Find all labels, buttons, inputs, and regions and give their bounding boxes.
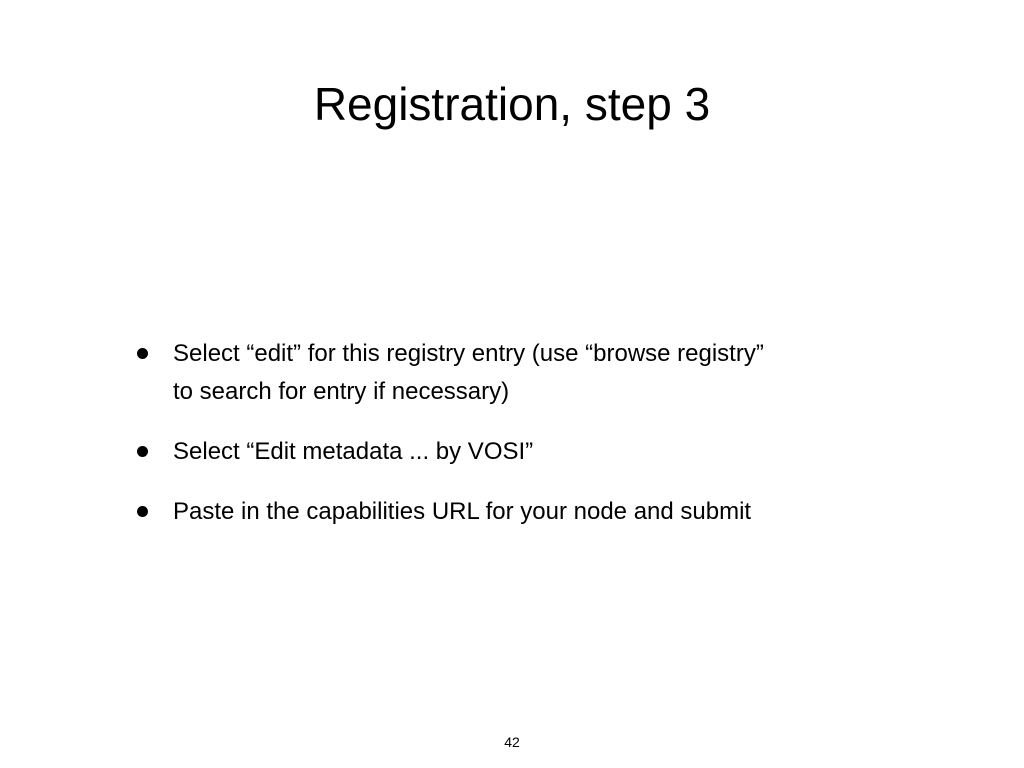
bullet-text-line-1: Select “edit” for this registry entry (u… [173,340,764,367]
bullet-point-icon [137,506,148,517]
bullet-point-icon [137,446,148,457]
bullet-point-icon [137,348,148,359]
list-item: Paste in the capabilities URL for your n… [130,493,930,531]
page-number: 42 [504,734,520,750]
bullet-list: Select “edit” for this registry entry (u… [130,335,930,531]
bullet-text-line-1: Paste in the capabilities URL for your n… [173,498,752,525]
bullet-text-line-1: Select “Edit metadata ... by VOSI” [173,438,534,465]
list-item: Select “Edit metadata ... by VOSI” [130,433,930,471]
bullet-text-line-2: to search for entry if necessary) [173,378,510,405]
slide-title: Registration, step 3 [313,77,711,130]
list-item: Select “edit” for this registry entry (u… [130,335,930,411]
